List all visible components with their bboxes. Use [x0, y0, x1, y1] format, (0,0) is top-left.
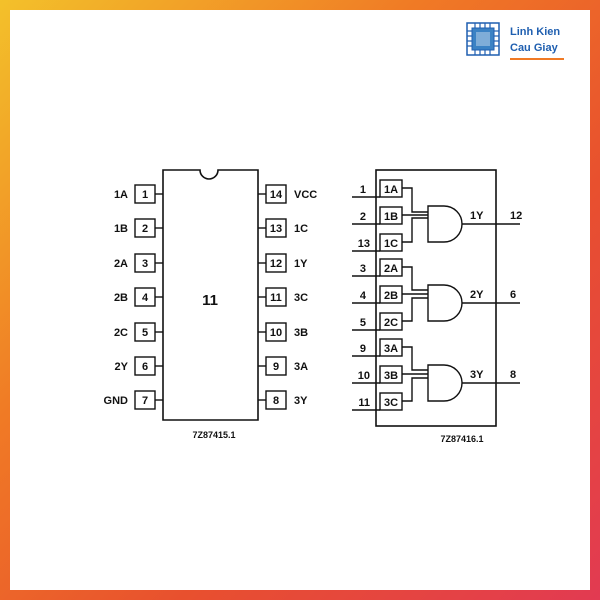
pin-number: 1: [360, 184, 366, 196]
pin-number: 1: [142, 189, 148, 201]
brand-underline: [510, 58, 564, 60]
pin-number: 9: [360, 343, 366, 355]
logic-caption: 7Z87416.1: [440, 434, 483, 444]
logic-wiring: [352, 179, 520, 411]
pin-name: GND: [104, 395, 129, 407]
pin-name: 1A: [114, 189, 128, 201]
pin-name: 1C: [294, 223, 308, 235]
pin-number: 10: [270, 327, 282, 339]
pin-name: 2B: [114, 292, 128, 304]
output-number: 6: [510, 289, 516, 301]
pin-name: 3B: [294, 327, 308, 339]
pin-number: 10: [358, 370, 370, 382]
pin-name: 3C: [294, 292, 308, 304]
pin-name: 2A: [384, 263, 398, 275]
output-name: 3Y: [470, 369, 484, 381]
output-name: 1Y: [470, 210, 484, 222]
pin-name: 2C: [114, 327, 128, 339]
pin-number: 2: [142, 223, 148, 235]
brand-name-line2: Cau Giay: [510, 42, 558, 54]
pin-name: 3B: [384, 370, 398, 382]
pin-number: 11: [270, 292, 282, 304]
pin-number: 2: [360, 211, 366, 223]
pin-name: 1B: [114, 223, 128, 235]
pin-name: 3C: [384, 397, 398, 409]
pin-name: 2Y: [115, 361, 129, 373]
pin-name: 1A: [384, 184, 398, 196]
pin-number: 3: [142, 258, 148, 270]
right-pin-numbers: 14 13 12 11 10 9 8: [270, 189, 283, 407]
pin-number: 5: [360, 317, 366, 329]
logic-input-names: 1A 1B 1C 2A 2B 2C 3A 3B 3C: [384, 184, 398, 409]
pin-name: 2B: [384, 290, 398, 302]
and-gate-2: [427, 284, 463, 322]
and-gate-1: [427, 205, 463, 243]
left-pin-numbers: 1 2 3 4 5 6 7: [142, 189, 149, 407]
brand-name-line1: Linh Kien: [510, 26, 561, 38]
output-name: 2Y: [470, 289, 484, 301]
pin-name: VCC: [294, 189, 317, 201]
and-gate-3: [427, 364, 463, 402]
pin-number: 7: [142, 395, 148, 407]
pin-name: 1Y: [294, 258, 308, 270]
right-pin-names: VCC 1C 1Y 3C 3B 3A 3Y: [294, 189, 317, 407]
pin-number: 8: [273, 395, 279, 407]
pin-name: 1C: [384, 238, 398, 250]
output-number: 8: [510, 369, 516, 381]
package-center-label: 11: [202, 292, 218, 309]
pin-number: 9: [273, 361, 279, 373]
pin-name: 2A: [114, 258, 128, 270]
chip-icon: [466, 22, 500, 56]
right-pin-boxes: [258, 184, 287, 410]
left-pin-boxes: [134, 184, 163, 410]
pin-number: 6: [142, 361, 148, 373]
pin-number: 3: [360, 263, 366, 275]
pin-name: 2C: [384, 317, 398, 329]
pin-name: 3Y: [294, 395, 308, 407]
logic-input-numbers: 1 2 13 3 4 5 9 10 11: [358, 184, 370, 409]
logic-frame: [375, 169, 497, 427]
pin-number: 4: [142, 292, 149, 304]
pin-number: 4: [360, 290, 367, 302]
pin-number: 13: [358, 238, 370, 250]
pin-number: 12: [270, 258, 282, 270]
package-caption: 7Z87415.1: [192, 430, 235, 440]
pin-name: 1B: [384, 211, 398, 223]
output-number: 12: [510, 210, 522, 222]
pin-name: 3A: [384, 343, 398, 355]
logic-outputs: 1Y 12 2Y 6 3Y 8: [470, 210, 522, 381]
pin-name: 3A: [294, 361, 308, 373]
pin-number: 11: [358, 397, 370, 409]
brand-logo: Linh Kien Cau Giay: [466, 22, 586, 62]
pin-number: 13: [270, 223, 282, 235]
pin-number: 5: [142, 327, 148, 339]
dip-package: [162, 169, 259, 421]
package-body: [162, 169, 259, 421]
pin-number: 14: [270, 189, 283, 201]
left-pin-names: 1A 1B 2A 2B 2C 2Y GND: [104, 189, 129, 407]
diagram-card: [10, 10, 590, 590]
